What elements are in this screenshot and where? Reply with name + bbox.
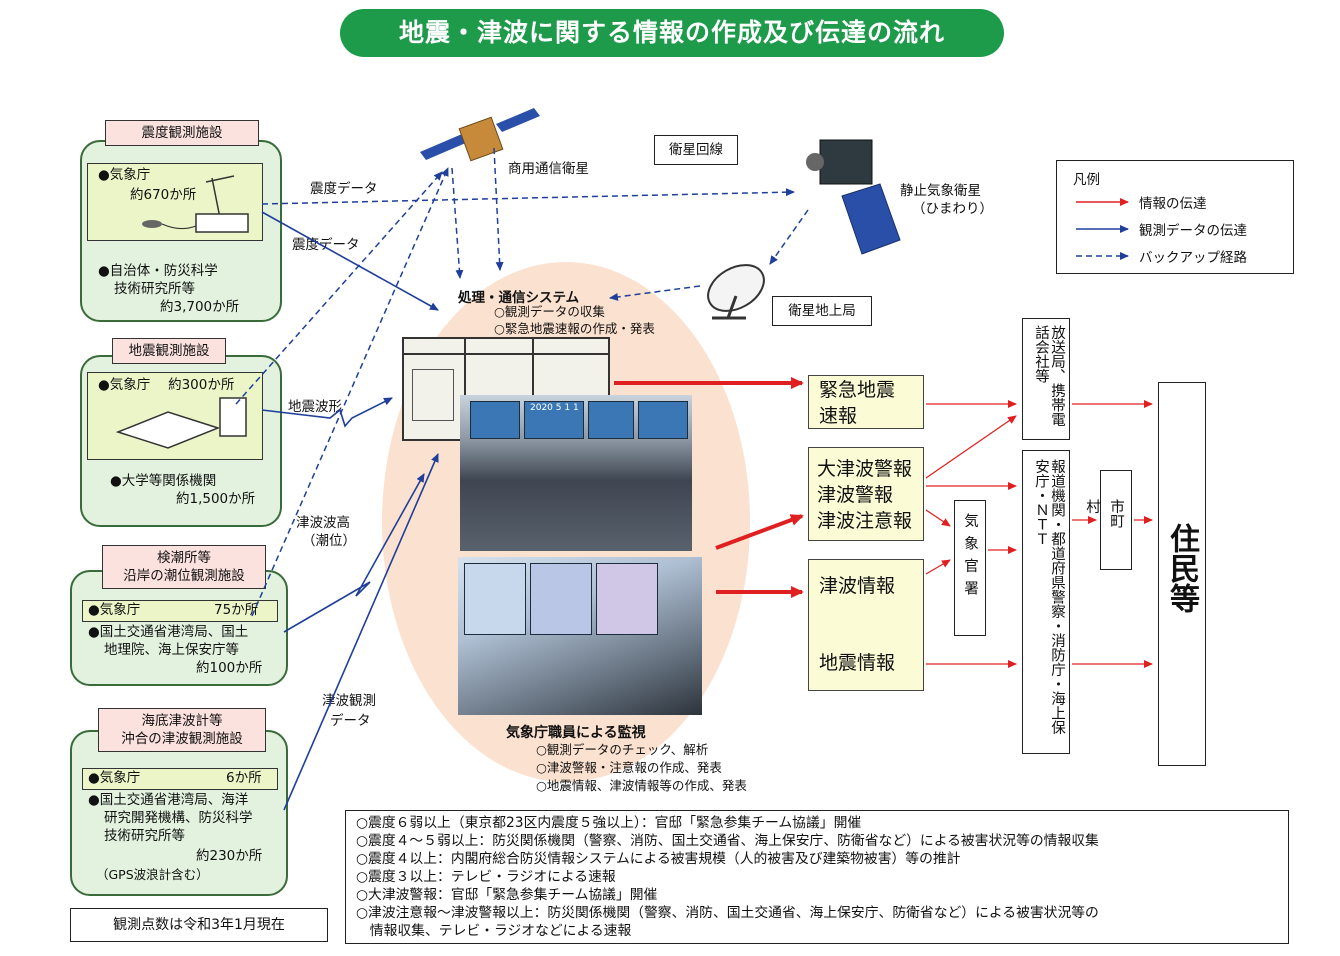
shindo-facility-label: 震度観測施設 xyxy=(105,120,259,146)
agencies-box: 報道機関・都道府県警察・消防庁・海上保安庁・ＮＴＴ xyxy=(1022,450,1070,754)
legend-red: 情報の伝達 xyxy=(1139,196,1207,212)
commercial-satellite-icon xyxy=(420,108,540,162)
tsunami-obs-label1: 津波観測 xyxy=(322,692,376,711)
shindo-others-count: 約3,700か所 xyxy=(160,299,240,315)
shindo-jma-count: 約670か所 xyxy=(130,187,197,203)
himawari-label1: 静止気象衛星 xyxy=(900,183,981,199)
seafloor-others-count: 約230か所 xyxy=(196,848,263,864)
monitoring-title: 気象庁職員による監視 xyxy=(506,725,646,741)
seafloor-facility-label: 海底津波計等 沖合の津波観測施設 xyxy=(98,708,266,752)
ground-station-dish-icon xyxy=(707,264,765,320)
tide-facility-label: 検潮所等 沿岸の潮位観測施設 xyxy=(102,545,266,589)
shindo-others-text2: 技術研究所等 xyxy=(114,281,195,297)
tide-jma-count: 75か所 xyxy=(214,602,259,618)
warning-major: 大津波警報 xyxy=(817,458,913,480)
jishin-facility-label: 地震観測施設 xyxy=(112,338,226,364)
seafloor-others-text3: 技術研究所等 xyxy=(104,828,185,844)
operations-room-photo: 2020 5 1 1 xyxy=(460,395,692,551)
municipal-box: 市町村 xyxy=(1084,470,1132,570)
seafloor-facility-label1: 海底津波計等 xyxy=(141,713,223,729)
note-line: ○震度３以上：テレビ・ラジオによる速報 xyxy=(356,869,616,885)
seafloor-jma-text: ●気象庁 xyxy=(88,770,141,786)
shindo-data-label-top: 震度データ xyxy=(310,180,378,199)
system-title: 処理・通信システム xyxy=(458,290,580,306)
seismometer-device-icon xyxy=(142,175,249,233)
seafloor-facility-label2: 沖合の津波観測施設 xyxy=(121,731,243,747)
note-line: ○大津波警報：官邸「緊急参集チーム協議」開催 xyxy=(356,887,658,903)
legend-box: 凡例 情報の伝達 観測データの伝達 バックアップ経路 xyxy=(1056,160,1294,274)
system-item2: ○緊急地震速報の作成・発表 xyxy=(494,321,655,336)
tsunami-height-label2: （潮位） xyxy=(302,532,356,551)
himawari-label2: （ひまわり） xyxy=(912,201,993,217)
monitoring-staff-photo xyxy=(458,557,702,715)
ground-station-label: 衛星地上局 xyxy=(772,296,872,326)
legend-blue: 観測データの伝達 xyxy=(1139,223,1247,239)
broadcast-box: 放送局、携帯電話会社等 xyxy=(1022,318,1070,440)
tsunami-obs-label2: データ xyxy=(330,712,371,731)
system-item1: ○観測データの収集 xyxy=(494,304,605,319)
shindo-others-text: ●自治体・防災科学 xyxy=(98,263,218,279)
monitoring-item2: ○津波警報・注意報の作成、発表 xyxy=(536,760,722,775)
eew-box: 緊急地震 速報 xyxy=(808,375,924,429)
warning-normal: 津波警報 xyxy=(817,484,894,506)
seismograph-icon xyxy=(115,397,247,449)
note-line: ○震度４～５弱以上：防災関係機関（警察、消防、国土交通省、海上保安庁、防衛省など… xyxy=(356,833,1099,849)
page-title: 地震・津波に関する情報の作成及び伝達の流れ xyxy=(340,9,1004,57)
jishin-jma-text: ●気象庁 約300か所 xyxy=(98,377,235,393)
seafloor-others-text2: 研究開発機構、防災科学 xyxy=(104,810,253,826)
earthquake-info: 地震情報 xyxy=(819,652,896,674)
eew-line1: 緊急地震 xyxy=(819,379,896,401)
shindo-jma-text: ●気象庁 xyxy=(98,167,151,183)
legend-dashed: バックアップ経路 xyxy=(1139,250,1247,266)
tide-facility-label2: 沿岸の潮位観測施設 xyxy=(123,568,245,584)
tide-others-count: 約100か所 xyxy=(196,660,263,676)
warning-advisory: 津波注意報 xyxy=(817,510,913,532)
note-line: 情報収集、テレビ・ラジオなどによる速報 xyxy=(356,923,632,939)
seafloor-others-text1: ●国土交通省港湾局、海洋 xyxy=(88,792,249,808)
commercial-satellite-label: 商用通信衛星 xyxy=(508,161,589,177)
photo-clock: 2020 5 1 1 xyxy=(530,403,579,413)
eew-line2: 速報 xyxy=(819,405,858,427)
satellite-line-label: 衛星回線 xyxy=(654,135,738,165)
tide-facility-label1: 検潮所等 xyxy=(157,550,211,566)
jishin-univ-count: 約1,500か所 xyxy=(176,491,256,507)
note-line: ○震度６弱以上（東京都23区内震度５強以上）：官邸「緊急参集チーム協議」開催 xyxy=(356,815,862,831)
jishin-univ-text: ●大学等関係機関 xyxy=(110,473,217,489)
tsunami-height-label1: 津波波高 xyxy=(296,514,350,533)
seafloor-jma-box xyxy=(82,768,278,790)
note-line: ○津波注意報～津波警報以上：防災関係機関（警察、消防、国土交通省、海上保安庁、防… xyxy=(356,905,1099,921)
himawari-satellite-icon xyxy=(806,139,901,255)
observation-count-footnote: 観測点数は令和3年1月現在 xyxy=(70,908,328,942)
legend-title: 凡例 xyxy=(1073,172,1100,188)
residents-box: 住民等 xyxy=(1158,382,1206,766)
seafloor-gps-note: （GPS波浪計含む） xyxy=(96,867,209,882)
seafloor-jma-count: 6か所 xyxy=(226,770,262,786)
note-line: ○震度４以上：内閣府総合防災情報システムによる被害規模（人的被害及び建築物被害）… xyxy=(356,851,961,867)
info-box: 津波情報 地震情報 xyxy=(808,559,924,691)
tsunami-warning-box: 大津波警報 津波警報 津波注意報 xyxy=(808,447,924,541)
tide-jma-box xyxy=(82,600,278,622)
monitoring-item3: ○地震情報、津波情報等の作成、発表 xyxy=(536,778,747,793)
shindo-data-label: 震度データ xyxy=(292,236,360,255)
tide-others-text1: ●国土交通省港湾局、国土 xyxy=(88,624,249,640)
monitoring-item1: ○観測データのチェック、解析 xyxy=(536,742,709,757)
seafloor-facility-group xyxy=(70,730,288,896)
tsunami-info: 津波情報 xyxy=(819,575,896,597)
tide-facility-group xyxy=(70,570,288,686)
kishokan-box: 気象官署 xyxy=(954,500,986,636)
notes-box: ○震度６弱以上（東京都23区内震度５強以上）：官邸「緊急参集チーム協議」開催 ○… xyxy=(345,810,1289,944)
tide-others-text2: 地理院、海上保安庁等 xyxy=(104,642,239,658)
waveform-label: 地震波形 xyxy=(288,398,342,417)
tide-jma-text: ●気象庁 xyxy=(88,602,141,618)
